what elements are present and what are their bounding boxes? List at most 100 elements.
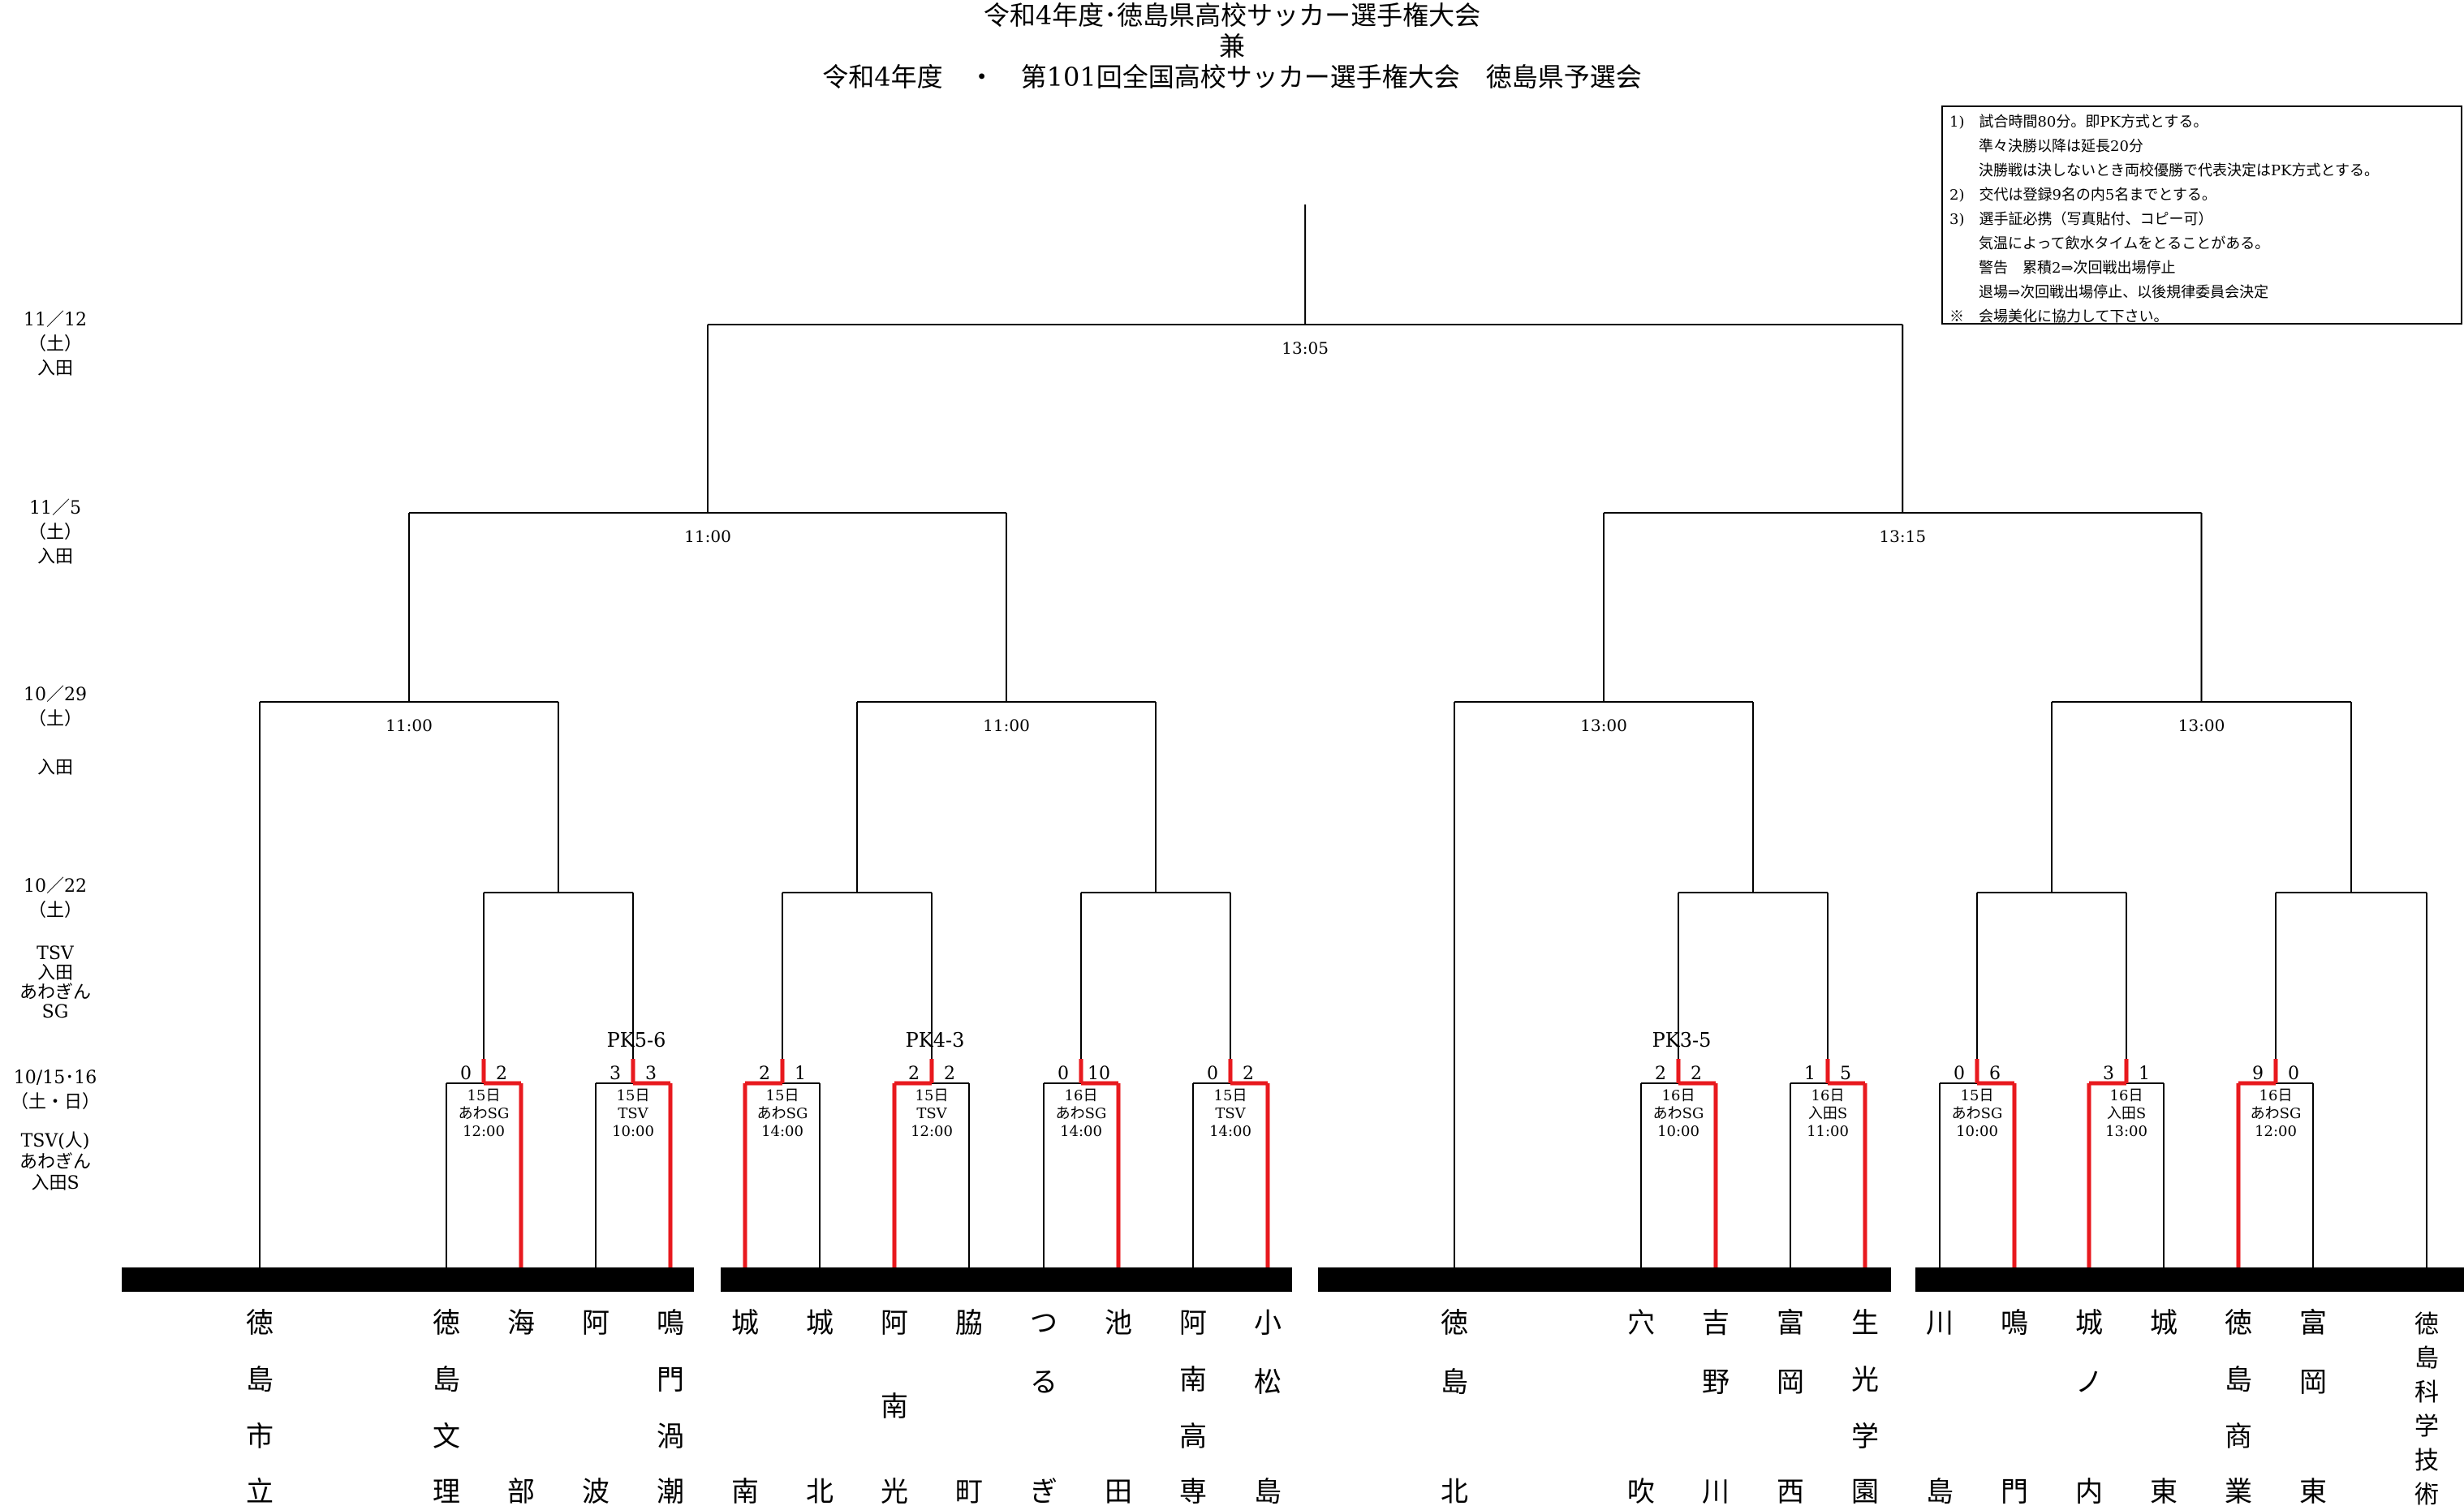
team-name-char: 徳 — [433, 1307, 460, 1340]
team-name-char: 町 — [955, 1476, 983, 1506]
team-bar — [1915, 1267, 2464, 1292]
round-line: あわぎん — [19, 1152, 91, 1173]
team-name-char: 徳 — [1441, 1307, 1468, 1340]
match-info: 15日 — [467, 1087, 501, 1104]
team-name-char: 東 — [2150, 1476, 2178, 1506]
round-line: あわぎんSG — [19, 983, 91, 1022]
team-name-char: 学 — [1851, 1421, 1879, 1453]
match-info: 13:00 — [2105, 1123, 2147, 1140]
match-info: 16日 — [2259, 1087, 2293, 1104]
team-name-char: 潮 — [657, 1476, 684, 1506]
tournament-title: 令和4年度･徳島県高校サッカー選手権大会 兼 令和4年度 ・ 第101回全国高校… — [0, 0, 2464, 93]
team-name-char: 南 — [1179, 1364, 1207, 1396]
team-name-char: 城 — [2150, 1307, 2178, 1340]
note-line: 3) 選手証必携（写真貼付、コピー可） — [1949, 211, 2213, 228]
team-bar — [1318, 1267, 1891, 1292]
match-info: あわSG — [757, 1105, 808, 1122]
match-info: 14:00 — [1209, 1123, 1251, 1140]
team-bar — [721, 1267, 1292, 1292]
team-name-char: 南 — [881, 1391, 908, 1423]
match-info: 12:00 — [2255, 1123, 2297, 1140]
match-info: 15日 — [1961, 1087, 1994, 1104]
team-name-char: 城 — [806, 1307, 834, 1340]
team-name-char: 市 — [246, 1421, 274, 1453]
team-name-char: る — [1030, 1366, 1058, 1399]
score-right: 2 — [944, 1064, 955, 1084]
team-name-char: 脇 — [955, 1307, 983, 1340]
team-name-char: 池 — [1105, 1307, 1132, 1340]
title-line-2: 兼 — [1218, 31, 1245, 62]
match-info: 15日 — [1214, 1087, 1247, 1104]
team-name-char: 科 — [2414, 1379, 2439, 1407]
score-left: 2 — [759, 1064, 770, 1084]
team-name-char: 徳 — [246, 1307, 274, 1340]
winner-path-lines — [481, 1059, 2278, 1267]
team-name-char: 商 — [2225, 1421, 2252, 1453]
round-line: 入田 — [37, 359, 73, 379]
score-right: 5 — [1840, 1064, 1851, 1084]
note-line: 2) 交代は登録9名の内5名までとする。 — [1949, 187, 2216, 204]
round-line: （土・日） — [10, 1092, 100, 1112]
qf1-time: 11:00 — [386, 716, 433, 735]
match-info: 12:00 — [463, 1123, 505, 1140]
team-name-char: 鳴 — [2001, 1307, 2028, 1340]
score-left: 3 — [2103, 1064, 2114, 1084]
team-name-char: 小 — [1254, 1307, 1282, 1340]
team-name-char: 吉 — [1702, 1307, 1730, 1340]
match-info: あわSG — [1653, 1105, 1704, 1122]
score-right: 2 — [1691, 1064, 1702, 1084]
team-name-char: 島 — [1254, 1476, 1282, 1506]
match-info: あわSG — [1952, 1105, 2003, 1122]
team-name-char: 富 — [1777, 1307, 1804, 1340]
team-name-char: 川 — [1702, 1476, 1730, 1506]
score-left: 0 — [1954, 1064, 1965, 1084]
team-name-char: 技 — [2414, 1447, 2439, 1475]
round-line: （土） — [28, 901, 82, 921]
team-name-char: 波 — [582, 1476, 610, 1506]
team-name-char: 術 — [2414, 1481, 2439, 1506]
round-quarterfinal-label: 10／29 （土） 入田 — [6, 683, 104, 781]
team-name-char: 島 — [2414, 1345, 2439, 1373]
qf2-time: 11:00 — [983, 716, 1030, 735]
match-info: 入田S — [1808, 1105, 1847, 1122]
team-name-char: 光 — [881, 1476, 908, 1506]
match-info: 16日 — [1662, 1087, 1695, 1104]
team-name-char: 理 — [433, 1476, 460, 1506]
score-right: 0 — [2288, 1064, 2299, 1084]
note-line: 準々決勝以降は延長20分 — [1949, 138, 2143, 155]
match-info: 10:00 — [612, 1123, 654, 1140]
pk-result: PK3-5 — [1652, 1029, 1712, 1052]
team-name-char: 徳 — [2414, 1310, 2439, 1339]
team-name-char: 富 — [2299, 1307, 2327, 1340]
score-left: 3 — [610, 1064, 621, 1084]
score-left: 0 — [1207, 1064, 1218, 1084]
team-name-char: 島 — [2225, 1364, 2252, 1396]
round-second-label: 10／22 （土） TSV 入田 あわぎんSG — [6, 875, 104, 1022]
team-name-char: 業 — [2225, 1476, 2252, 1506]
semi-right-time: 13:15 — [1879, 527, 1926, 546]
team-name-char: 北 — [806, 1476, 834, 1506]
team-name-char: 島 — [433, 1364, 460, 1396]
score-right: 1 — [795, 1064, 806, 1084]
match-info: TSV — [618, 1105, 648, 1122]
score-left: 2 — [908, 1064, 920, 1084]
round-line: 10/15･16 — [13, 1068, 97, 1088]
title-line-3: 令和4年度 ・ 第101回全国高校サッカー選手権大会 徳島県予選会 — [822, 62, 1642, 93]
team-name-char: 西 — [1777, 1476, 1804, 1506]
round-line: 入田 — [37, 758, 73, 778]
note-line: 気温によって飲水タイムをとることがある。 — [1949, 235, 2270, 252]
match-info: 16日 — [2110, 1087, 2143, 1104]
team-name-char: 生 — [1851, 1307, 1879, 1340]
final-time: 13:05 — [1282, 338, 1329, 358]
team-name-char: つ — [1030, 1307, 1058, 1340]
team-name-char: 阿 — [582, 1307, 610, 1340]
team-name-char: 専 — [1179, 1476, 1207, 1506]
team-name-char: 部 — [507, 1476, 535, 1506]
note-line: 退場⇒次回戦出場停止、以後規律委員会決定 — [1949, 284, 2269, 301]
score-left: 2 — [1655, 1064, 1666, 1084]
bracket-lines — [259, 204, 2427, 1267]
team-name-char: 田 — [1105, 1476, 1132, 1506]
team-name-char: 鳴 — [657, 1307, 684, 1340]
match-info: 12:00 — [911, 1123, 953, 1140]
